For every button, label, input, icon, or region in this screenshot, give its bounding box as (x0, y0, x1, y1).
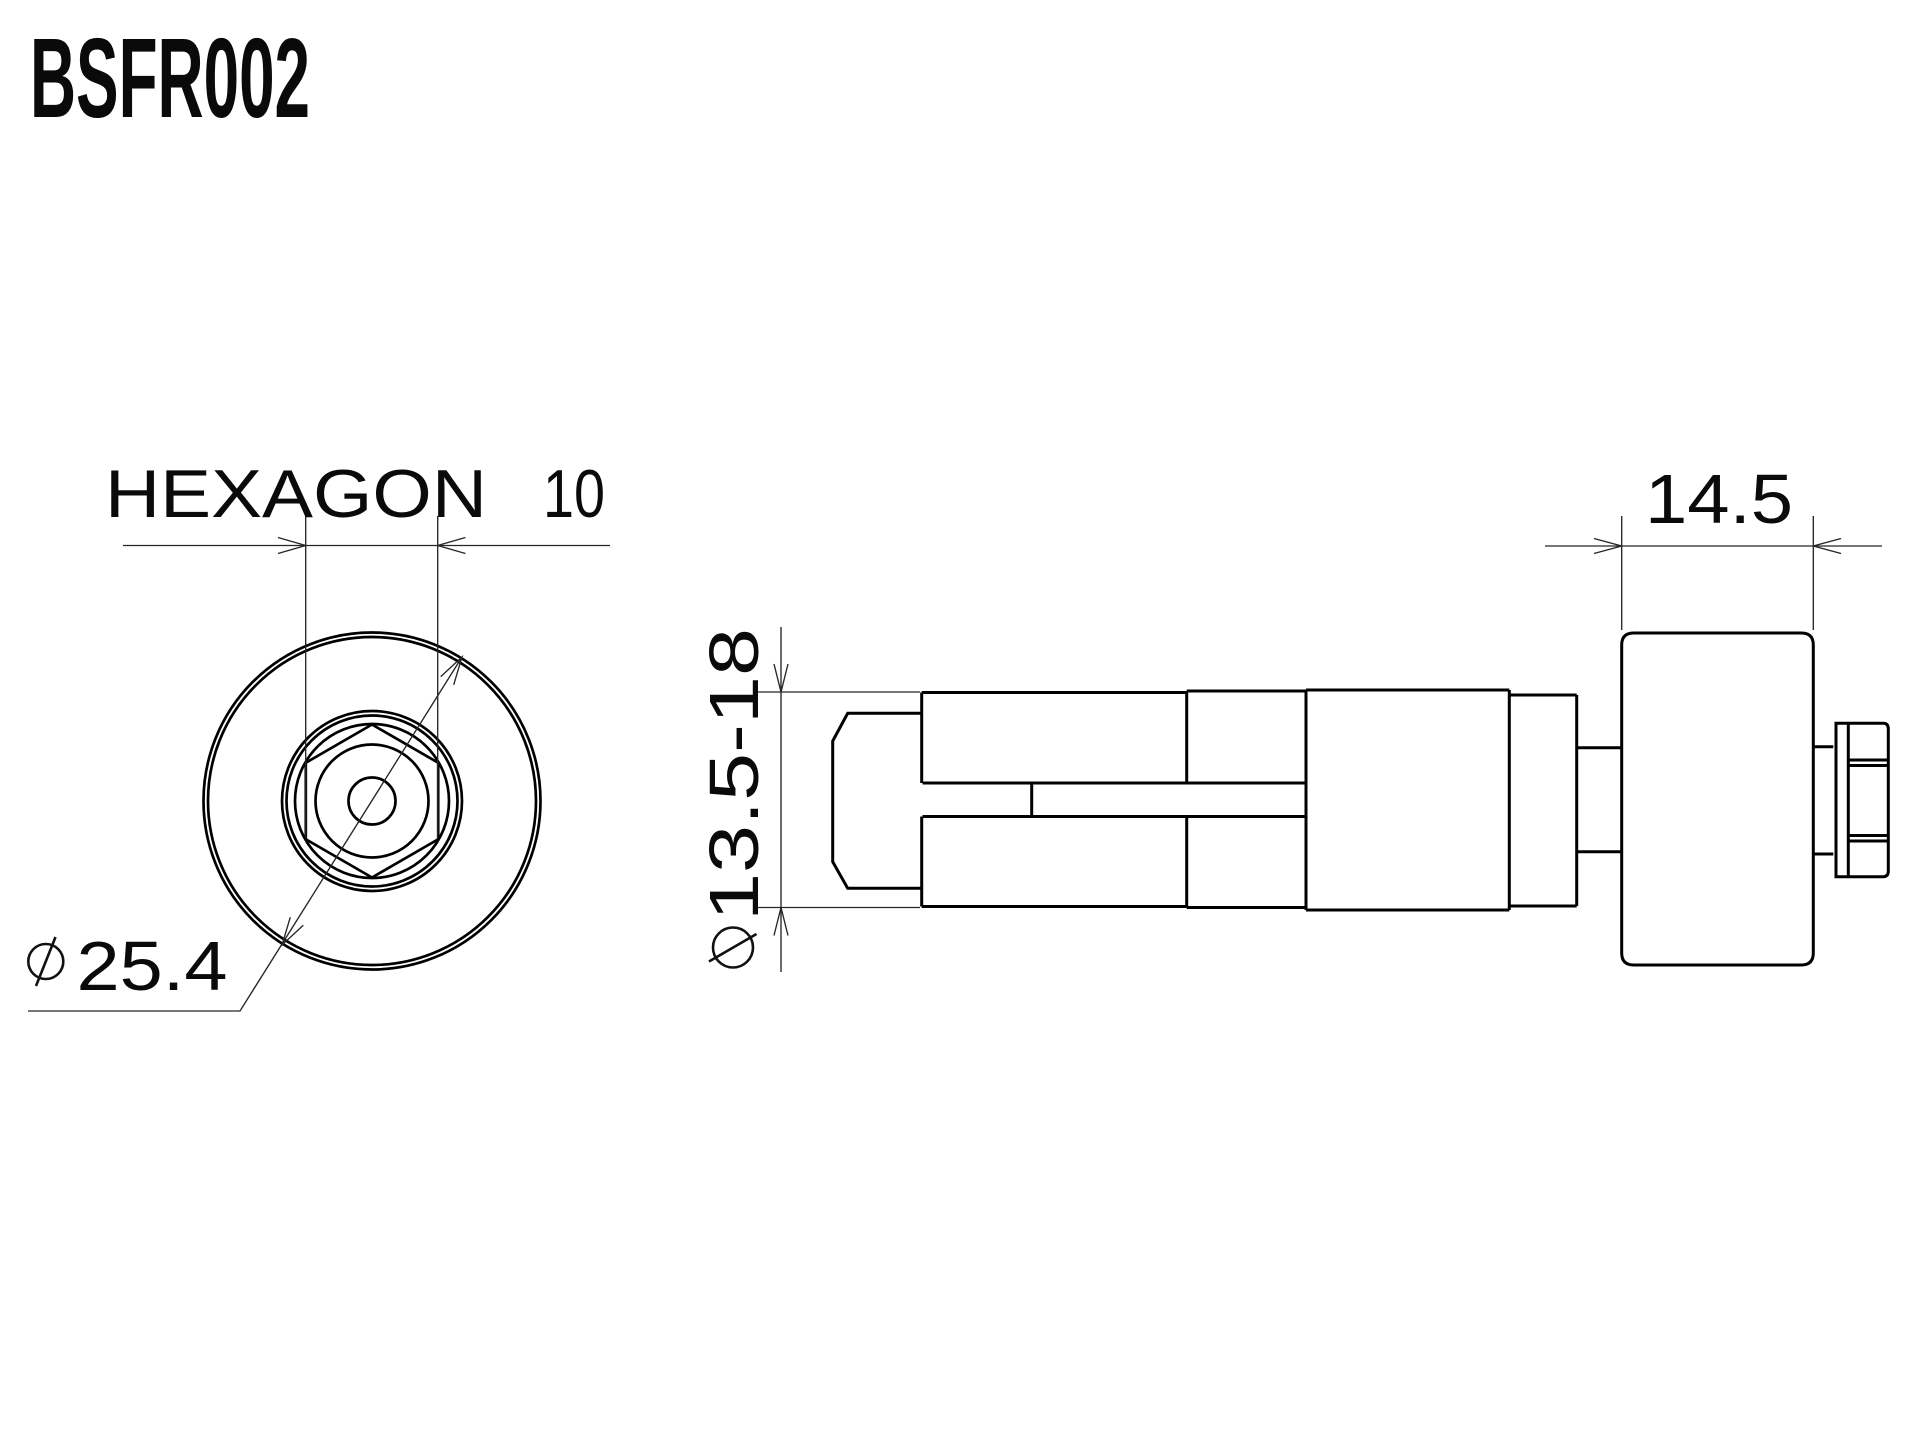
front-outer-circle (202, 631, 542, 971)
side-expander-slot (922, 781, 1305, 818)
diameter-symbol (26, 936, 65, 987)
front-center-hole-circle (347, 776, 397, 826)
clamp-range-value: 13.5-18 (695, 628, 773, 921)
hex-dimension: HEXAGON 10 (105, 456, 610, 838)
flange-width-dimension: 14.5 (1545, 460, 1882, 630)
side-section-boundaries (1185, 690, 1579, 910)
outer-diameter-value: 25.4 (77, 927, 228, 1005)
flange-arrow-left (1593, 537, 1625, 555)
front-socket-cone-circle (314, 743, 430, 859)
side-shaft (1576, 746, 1622, 854)
side-neck (1813, 745, 1834, 856)
front-view: HEXAGON 10 25.4 (26, 456, 610, 1012)
hex-label-word: HEXAGON (105, 456, 487, 532)
nut-outline (1834, 721, 1890, 879)
hex-arrow-left (277, 536, 309, 555)
side-body-top-edges (921, 688, 1577, 697)
front-outer-chamfer-circle (206, 635, 538, 967)
side-wedge-cap (831, 711, 922, 890)
flange-width-value: 14.5 (1645, 460, 1793, 538)
hex-label-value: 10 (543, 456, 605, 532)
outer-diameter-arrow-lower (280, 917, 304, 948)
drawing-code: BSFR002 (30, 15, 310, 141)
diameter-symbol (708, 926, 758, 969)
flange-arrow-right (1810, 537, 1842, 555)
clamp-diameter-dimension: 13.5-18 (695, 627, 920, 972)
nut-facet-lines (1848, 758, 1889, 843)
side-flange (1620, 631, 1815, 967)
outer-diameter-arrow-upper (440, 654, 464, 685)
hex-arrow-right (435, 536, 466, 555)
side-hex-nut (1834, 721, 1890, 879)
front-boss-circle (280, 709, 464, 893)
outer-diameter-dimension: 25.4 (26, 654, 464, 1012)
clamp-arrow-top (773, 663, 789, 693)
front-boss-chamfer-circle (285, 714, 459, 888)
outer-diameter-leader-line (28, 656, 463, 1012)
side-view: 14.5 13.5-18 (695, 460, 1890, 972)
clamp-arrow-bottom (773, 907, 789, 936)
side-body-bottom-edges (921, 904, 1577, 912)
